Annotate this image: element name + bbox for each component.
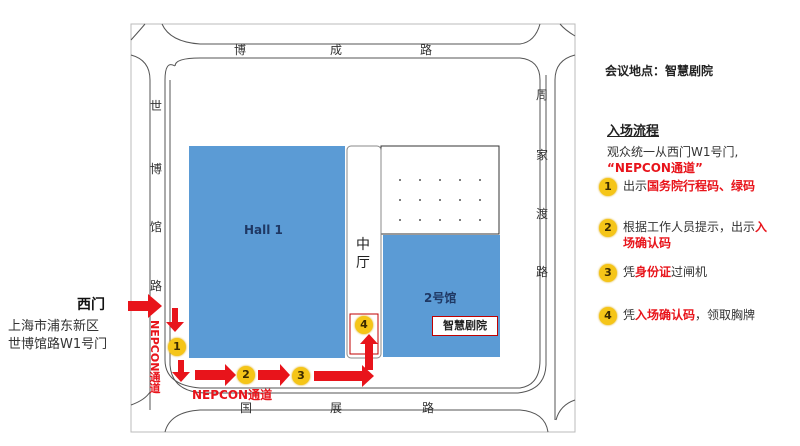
step-badge-1: 1: [599, 178, 617, 196]
gate-address: 上海市浦东新区 世博馆路W1号门: [8, 318, 107, 354]
address-line-2: 世博馆路W1号门: [8, 337, 108, 352]
step-2-prefix: 根据工作人员提示，出示: [623, 220, 756, 234]
west-gate-label: 西门: [77, 297, 105, 313]
road-label-west-2: 博: [150, 162, 163, 176]
road-label-west-1: 世: [150, 99, 163, 113]
step-1-prefix: 出示: [623, 179, 648, 193]
road-label-south-3: 路: [422, 401, 435, 415]
road-label-east-2: 家: [536, 148, 549, 162]
road-label-east-3: 渡: [536, 207, 549, 221]
road-label-east-4: 路: [536, 265, 549, 279]
route-badge-3: 3: [292, 367, 310, 385]
entry-step-1: 1 出示国务院行程码、绿码: [599, 178, 789, 196]
road-label-south-1: 国: [240, 401, 253, 415]
hall-1-label: Hall 1: [244, 223, 283, 237]
step-3-highlight: 身份证: [635, 265, 672, 279]
step-badge-3: 3: [599, 264, 617, 282]
route-badge-4: 4: [355, 316, 373, 334]
step-3-prefix: 凭: [623, 265, 636, 279]
meeting-location: 会议地点：智慧剧院: [605, 64, 714, 78]
entry-step-2: 2 根据工作人员提示，出示入场确认码: [599, 219, 789, 251]
hall-1-area[interactable]: [189, 146, 345, 358]
route-badge-2: 2: [237, 366, 255, 384]
step-4-suffix: ，领取胸牌: [695, 308, 756, 322]
entry-intro: 观众统一从西门W1号门, “NEPCON通道”: [607, 144, 797, 176]
road-label-south-2: 展: [330, 401, 343, 415]
nepcon-channel-label-horizontal: NEPCON通道: [192, 388, 273, 402]
step-badge-2: 2: [599, 219, 617, 237]
step-4-prefix: 凭: [623, 308, 636, 322]
middle-hall-label-1: 中: [356, 237, 370, 253]
entry-flow-title: 入场流程: [607, 124, 660, 139]
road-label-east-1: 周: [536, 88, 549, 102]
step-2-highlight: 入场确认码: [623, 220, 768, 250]
smart-theater-box[interactable]: 智慧剧院: [432, 316, 498, 336]
route-badge-1: 1: [168, 338, 186, 356]
step-4-highlight: 入场确认码: [635, 308, 696, 322]
step-3-suffix: 过闸机: [671, 265, 708, 279]
road-label-north-2: 成: [330, 43, 343, 57]
address-line-1: 上海市浦东新区: [8, 319, 100, 334]
road-label-west-3: 馆: [150, 220, 163, 234]
hall-2-area[interactable]: [383, 235, 500, 357]
road-label-west-4: 路: [150, 279, 163, 293]
intro-line-1: 观众统一从西门W1号门,: [607, 145, 739, 159]
road-label-north-3: 路: [420, 43, 433, 57]
intro-line-2: “NEPCON通道”: [607, 161, 703, 175]
middle-hall-label-2: 厅: [356, 255, 370, 271]
hall-2-label: 2号馆: [424, 291, 457, 305]
step-1-highlight: 国务院行程码、绿码: [647, 179, 756, 193]
step-badge-4: 4: [599, 307, 617, 325]
nepcon-channel-label-vertical: NEPCON通道: [148, 320, 161, 394]
road-label-north-1: 博: [234, 43, 247, 57]
